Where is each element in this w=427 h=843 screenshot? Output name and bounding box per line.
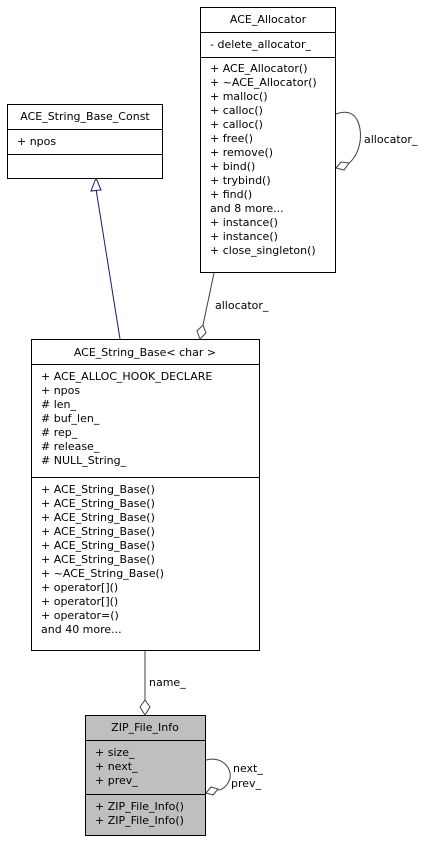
- method: + malloc(): [210, 90, 268, 103]
- name-diamond: [139, 699, 151, 716]
- method: + calloc(): [210, 118, 263, 131]
- method: + ACE_String_Base(): [41, 483, 155, 496]
- method: + operator[](): [41, 595, 118, 608]
- method: + ZIP_File_Info(): [95, 814, 184, 827]
- class-title: ACE_Allocator: [230, 13, 307, 26]
- attribute: # rep_: [41, 426, 78, 439]
- method: + ACE_String_Base(): [41, 553, 155, 566]
- method: + calloc(): [210, 104, 263, 117]
- allocator-self-label: allocator_: [364, 133, 418, 146]
- class-box: [7, 104, 163, 179]
- method: + free(): [210, 132, 253, 145]
- method-more: and 40 more...: [41, 623, 122, 636]
- method: + ~ACE_Allocator(): [210, 76, 317, 89]
- method-more: and 8 more...: [210, 202, 284, 215]
- method: + instance(): [210, 230, 278, 243]
- class-ace-string-base-char[interactable]: ACE_String_Base< char > + ACE_ALLOC_HOOK…: [31, 339, 260, 651]
- class-zip-file-info[interactable]: ZIP_File_Info + size_ + next_ + prev_ + …: [85, 715, 206, 836]
- class-ace-allocator[interactable]: ACE_Allocator - delete_allocator_ + ACE_…: [200, 7, 336, 273]
- inheritance-arrowhead: [90, 176, 102, 192]
- zip-self-diamond: [205, 786, 219, 796]
- attribute: + prev_: [95, 774, 138, 787]
- method: + close_singleton(): [210, 244, 316, 257]
- method: + ~ACE_String_Base(): [41, 567, 164, 580]
- inheritance-edge: [95, 188, 121, 340]
- class-ace-string-base-const[interactable]: ACE_String_Base_Const + npos: [7, 104, 163, 179]
- method: + ACE_String_Base(): [41, 539, 155, 552]
- allocator-edge: [202, 272, 215, 326]
- method: + trybind(): [210, 174, 271, 187]
- method: + bind(): [210, 160, 255, 173]
- class-title: ZIP_File_Info: [111, 721, 179, 734]
- attribute: # NULL_String_: [41, 454, 127, 467]
- allocator-diamond: [196, 324, 207, 340]
- zip-self-edge: [205, 758, 231, 791]
- zip-self-label-prev: prev_: [231, 777, 262, 790]
- name-edge-label: name_: [149, 676, 186, 689]
- method: + instance(): [210, 216, 278, 229]
- attribute: + ACE_ALLOC_HOOK_DECLARE: [41, 370, 212, 383]
- method: + ACE_String_Base(): [41, 497, 155, 510]
- method: + ACE_Allocator(): [210, 62, 307, 75]
- attribute: # buf_len_: [41, 412, 100, 425]
- attribute: + size_: [95, 746, 135, 759]
- attribute: + next_: [95, 760, 138, 773]
- class-box: [31, 339, 260, 651]
- attribute: # len_: [41, 398, 77, 411]
- method: + ACE_String_Base(): [41, 525, 155, 538]
- method: + operator[](): [41, 581, 118, 594]
- attribute: - delete_allocator_: [210, 38, 312, 51]
- zip-self-label-next: next_: [233, 762, 263, 775]
- method: + remove(): [210, 146, 273, 159]
- allocator-self-diamond: [335, 161, 350, 171]
- class-title: ACE_String_Base< char >: [74, 346, 216, 359]
- method: + ZIP_File_Info(): [95, 800, 184, 813]
- method: + ACE_String_Base(): [41, 511, 155, 524]
- method: + operator=(): [41, 609, 119, 622]
- attribute: + npos: [17, 135, 56, 148]
- method: + find(): [210, 188, 252, 201]
- allocator-self-edge: [335, 111, 361, 165]
- class-box: [200, 7, 336, 273]
- class-title: ACE_String_Base_Const: [20, 110, 150, 123]
- class-box: [85, 715, 206, 836]
- allocator-edge-label: allocator_: [215, 299, 269, 312]
- attribute: # release_: [41, 440, 100, 453]
- attribute: + npos: [41, 384, 80, 397]
